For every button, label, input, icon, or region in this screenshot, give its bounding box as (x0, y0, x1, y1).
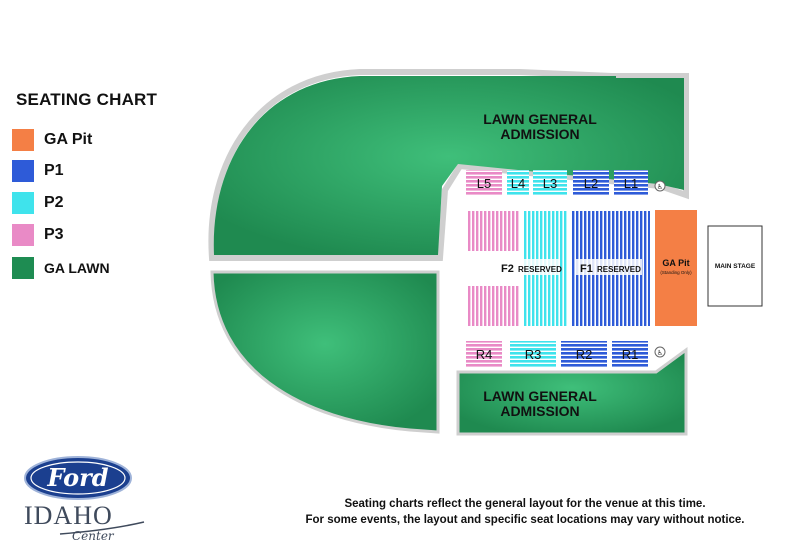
ga-pit-sublabel: (Standing Only) (660, 270, 692, 275)
section-l1-label: L1 (624, 176, 638, 191)
legend-item-p1: P1 (12, 160, 64, 182)
disclaimer: Seating charts reflect the general layou… (290, 496, 760, 528)
section-r4[interactable] (466, 341, 502, 367)
section-l5[interactable] (466, 170, 502, 196)
legend-item-p3: P3 (12, 224, 64, 246)
lawn-top-label-line2: ADMISSION (500, 126, 579, 142)
section-r1[interactable] (612, 341, 648, 367)
legend-label-p1: P1 (44, 162, 64, 179)
section-r2-label: R2 (576, 347, 593, 362)
lawn-top-label-line1: LAWN GENERAL (483, 111, 597, 127)
lawn-bottom-label-line2: ADMISSION (500, 403, 579, 419)
wheelchair-icon: ♿ (654, 346, 666, 358)
section-r4-label: R4 (476, 347, 493, 362)
section-r3-label: R3 (525, 347, 542, 362)
legend-swatch-ga-pit (12, 129, 34, 151)
floor-f2-pink-top[interactable] (467, 211, 519, 251)
section-l4-label: L4 (511, 176, 525, 191)
floor-f1-reserved: RESERVED (597, 265, 641, 274)
legend-swatch-p2 (12, 192, 34, 214)
section-l4[interactable] (507, 170, 529, 196)
floor-f2-reserved: RESERVED (518, 265, 562, 274)
legend-label-p3: P3 (44, 226, 64, 243)
floor-f1-label-bg (576, 259, 642, 275)
floor-f2-label: F2 (501, 263, 514, 275)
section-l3-label: L3 (543, 176, 557, 191)
svg-text:IDAHO: IDAHO (24, 501, 113, 530)
legend-label-ga-pit: GA Pit (44, 131, 93, 148)
legend-item-p2: P2 (12, 192, 64, 214)
section-l3[interactable] (533, 170, 567, 196)
lawn-bottom-label-line1: LAWN GENERAL (483, 388, 597, 404)
section-l2[interactable] (573, 170, 609, 196)
legend-item-ga-pit: GA Pit (12, 129, 92, 151)
main-stage-label: MAIN STAGE (715, 263, 756, 270)
lawn-bottom-right (456, 347, 688, 436)
wheelchair-icon: ♿ (654, 180, 666, 192)
legend-label-ga-lawn: GA LAWN (44, 260, 110, 276)
svg-text:Ford: Ford (46, 463, 108, 492)
floor-f2-pink-bottom[interactable] (467, 286, 519, 326)
lawn-bottom-left (210, 270, 440, 434)
ga-pit[interactable] (655, 210, 697, 326)
section-r1-label: R1 (622, 347, 639, 362)
section-l5-label: L5 (477, 176, 491, 191)
legend-title: SEATING CHART (16, 90, 158, 109)
svg-text:♿: ♿ (657, 183, 663, 191)
section-r2[interactable] (561, 341, 607, 367)
section-l2-label: L2 (584, 176, 598, 191)
ford-idaho-center-logo: Ford IDAHO Center (24, 456, 145, 543)
legend-label-p2: P2 (44, 194, 64, 211)
svg-text:♿: ♿ (657, 349, 663, 357)
legend-item-ga-lawn: GA LAWN (12, 257, 110, 279)
lawn-top (213, 76, 684, 255)
legend-swatch-ga-lawn (12, 257, 34, 279)
section-r3[interactable] (510, 341, 556, 367)
disclaimer-line1: Seating charts reflect the general layou… (344, 498, 706, 510)
legend-swatch-p3 (12, 224, 34, 246)
disclaimer-line2: For some events, the layout and specific… (305, 514, 745, 526)
ga-pit-label: GA Pit (662, 258, 689, 268)
floor-f2-label-bg (496, 259, 560, 275)
main-stage (707, 225, 763, 307)
legend-swatch-p1 (12, 160, 34, 182)
floor-f1-label: F1 (580, 263, 593, 275)
section-l1[interactable] (614, 170, 648, 196)
